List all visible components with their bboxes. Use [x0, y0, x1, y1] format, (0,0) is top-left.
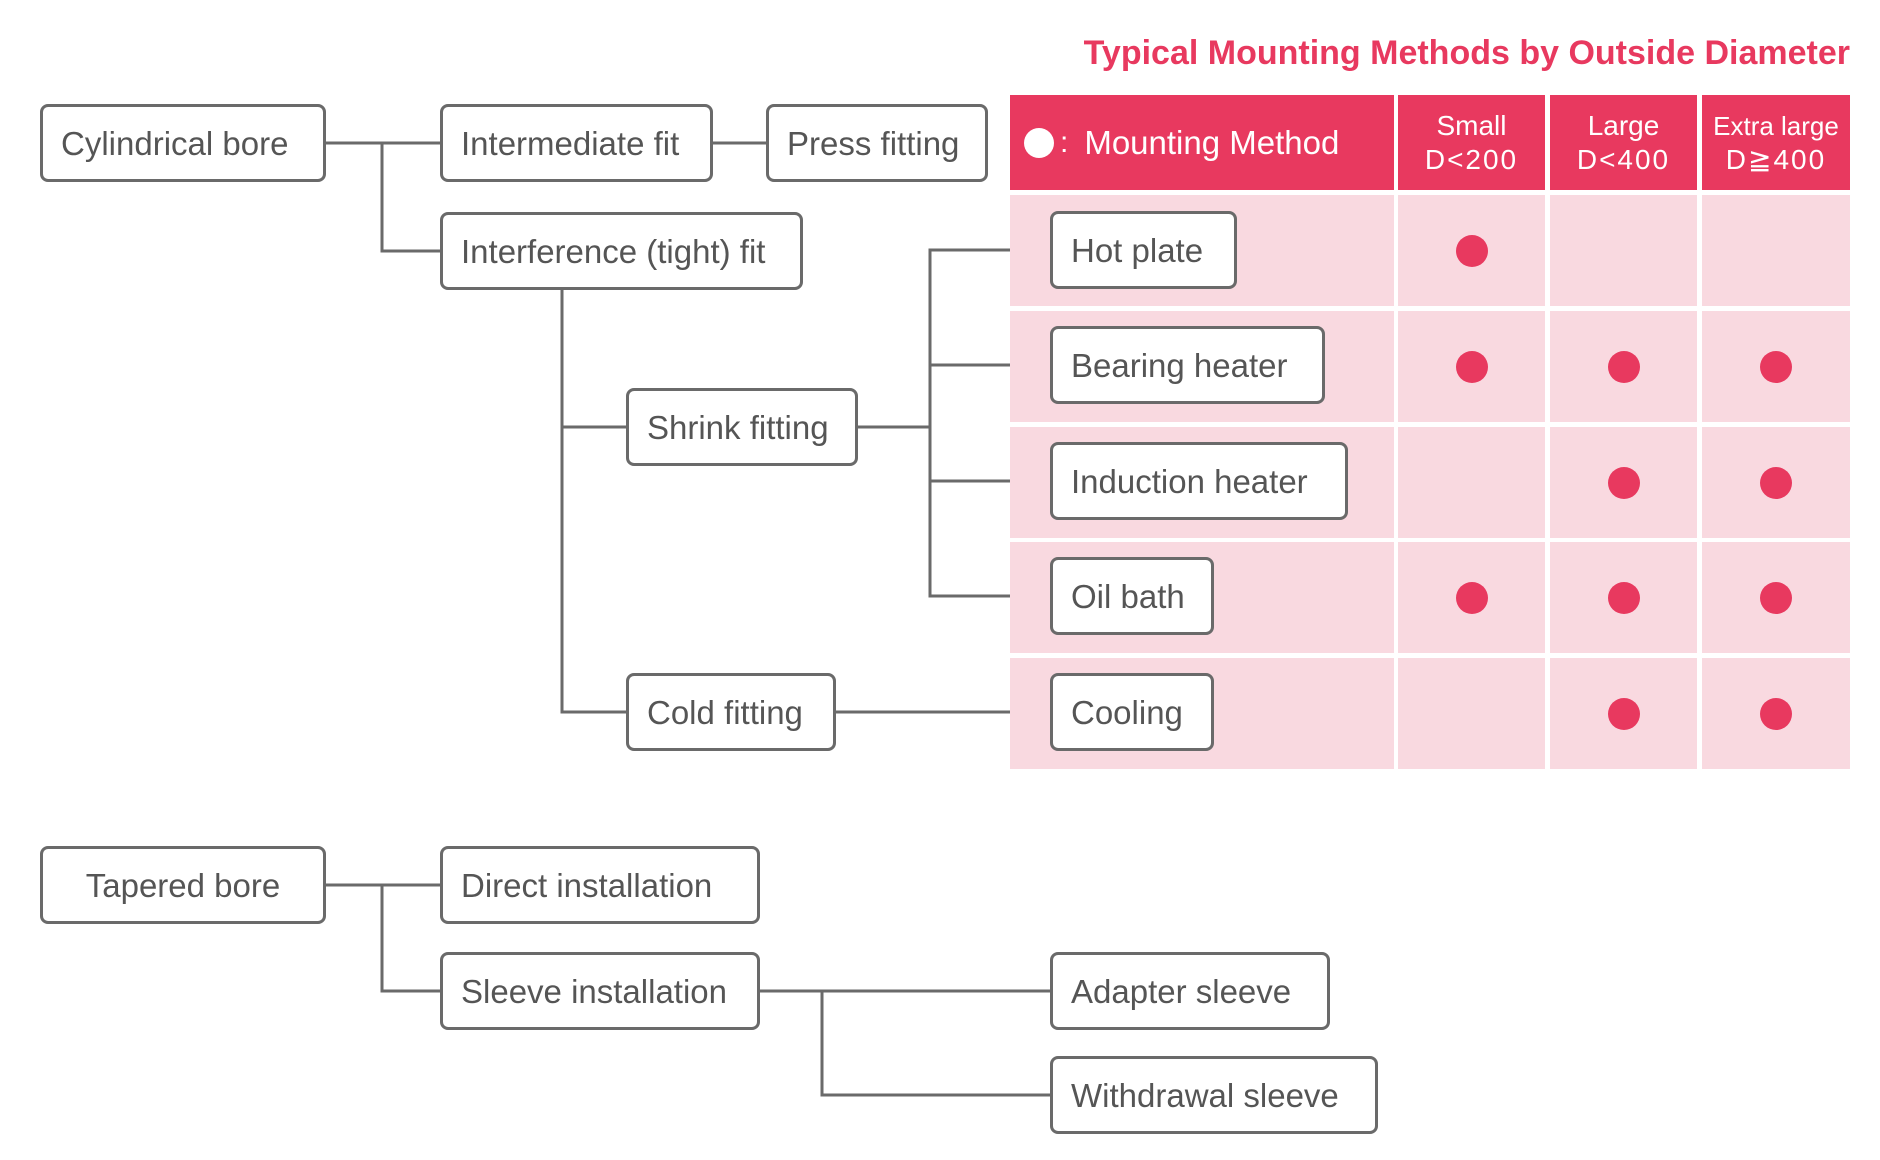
diagram-title: Typical Mounting Methods by Outside Diam… — [1083, 34, 1850, 72]
mounting-method-mark — [1607, 697, 1640, 730]
node-cooling: Cooling — [1050, 673, 1214, 751]
mounting-method-mark — [1607, 581, 1640, 614]
node-cylindrical-bore: Cylindrical bore — [40, 104, 326, 182]
node-sleeve-installation: Sleeve installation — [440, 952, 760, 1030]
node-withdrawal-sleeve: Withdrawal sleeve — [1050, 1056, 1378, 1134]
mounting-method-mark — [1760, 581, 1792, 614]
column-header-small: Small D<200 — [1398, 95, 1545, 190]
node-induction-heater: Induction heater — [1050, 442, 1348, 520]
node-intermediate-fit: Intermediate fit — [440, 104, 713, 182]
node-shrink-fitting: Shrink fitting — [626, 388, 858, 466]
mounting-method-mark — [1760, 466, 1792, 499]
node-hot-plate: Hot plate — [1050, 211, 1237, 289]
table-cell-extra-large — [1702, 195, 1850, 306]
column-name: Extra large — [1713, 110, 1839, 141]
column-range: D<200 — [1424, 143, 1519, 175]
table-cell-large — [1550, 195, 1697, 306]
mounting-method-mark — [1760, 697, 1792, 730]
column-name: Large — [1587, 109, 1660, 141]
legend-header: : Mounting Method — [1010, 95, 1394, 190]
mounting-method-mark — [1760, 350, 1792, 383]
node-oil-bath: Oil bath — [1050, 557, 1214, 635]
node-bearing-heater: Bearing heater — [1050, 326, 1325, 404]
node-tapered-bore: Tapered bore — [40, 846, 326, 924]
mounting-method-mark — [1455, 234, 1488, 267]
mounting-method-mark — [1607, 466, 1640, 499]
table-cell-small — [1398, 427, 1545, 538]
column-header-large: Large D<400 — [1550, 95, 1697, 190]
mounting-method-mark — [1455, 350, 1488, 383]
mounting-method-mark — [1455, 581, 1488, 614]
column-header-extra-large: Extra large D≧400 — [1702, 95, 1850, 190]
node-press-fitting: Press fitting — [766, 104, 988, 182]
column-range: D≧400 — [1725, 143, 1827, 175]
node-interference-fit: Interference (tight) fit — [440, 212, 803, 290]
column-name: Small — [1436, 109, 1507, 141]
legend-colon: : — [1060, 125, 1069, 159]
node-cold-fitting: Cold fitting — [626, 673, 836, 751]
table-cell-small — [1398, 658, 1545, 769]
node-direct-installation: Direct installation — [440, 846, 760, 924]
mounting-method-dot-icon — [1024, 127, 1054, 158]
node-adapter-sleeve: Adapter sleeve — [1050, 952, 1330, 1030]
legend-label: Mounting Method — [1084, 123, 1340, 161]
column-range: D<400 — [1576, 143, 1671, 175]
mounting-method-mark — [1607, 350, 1640, 383]
